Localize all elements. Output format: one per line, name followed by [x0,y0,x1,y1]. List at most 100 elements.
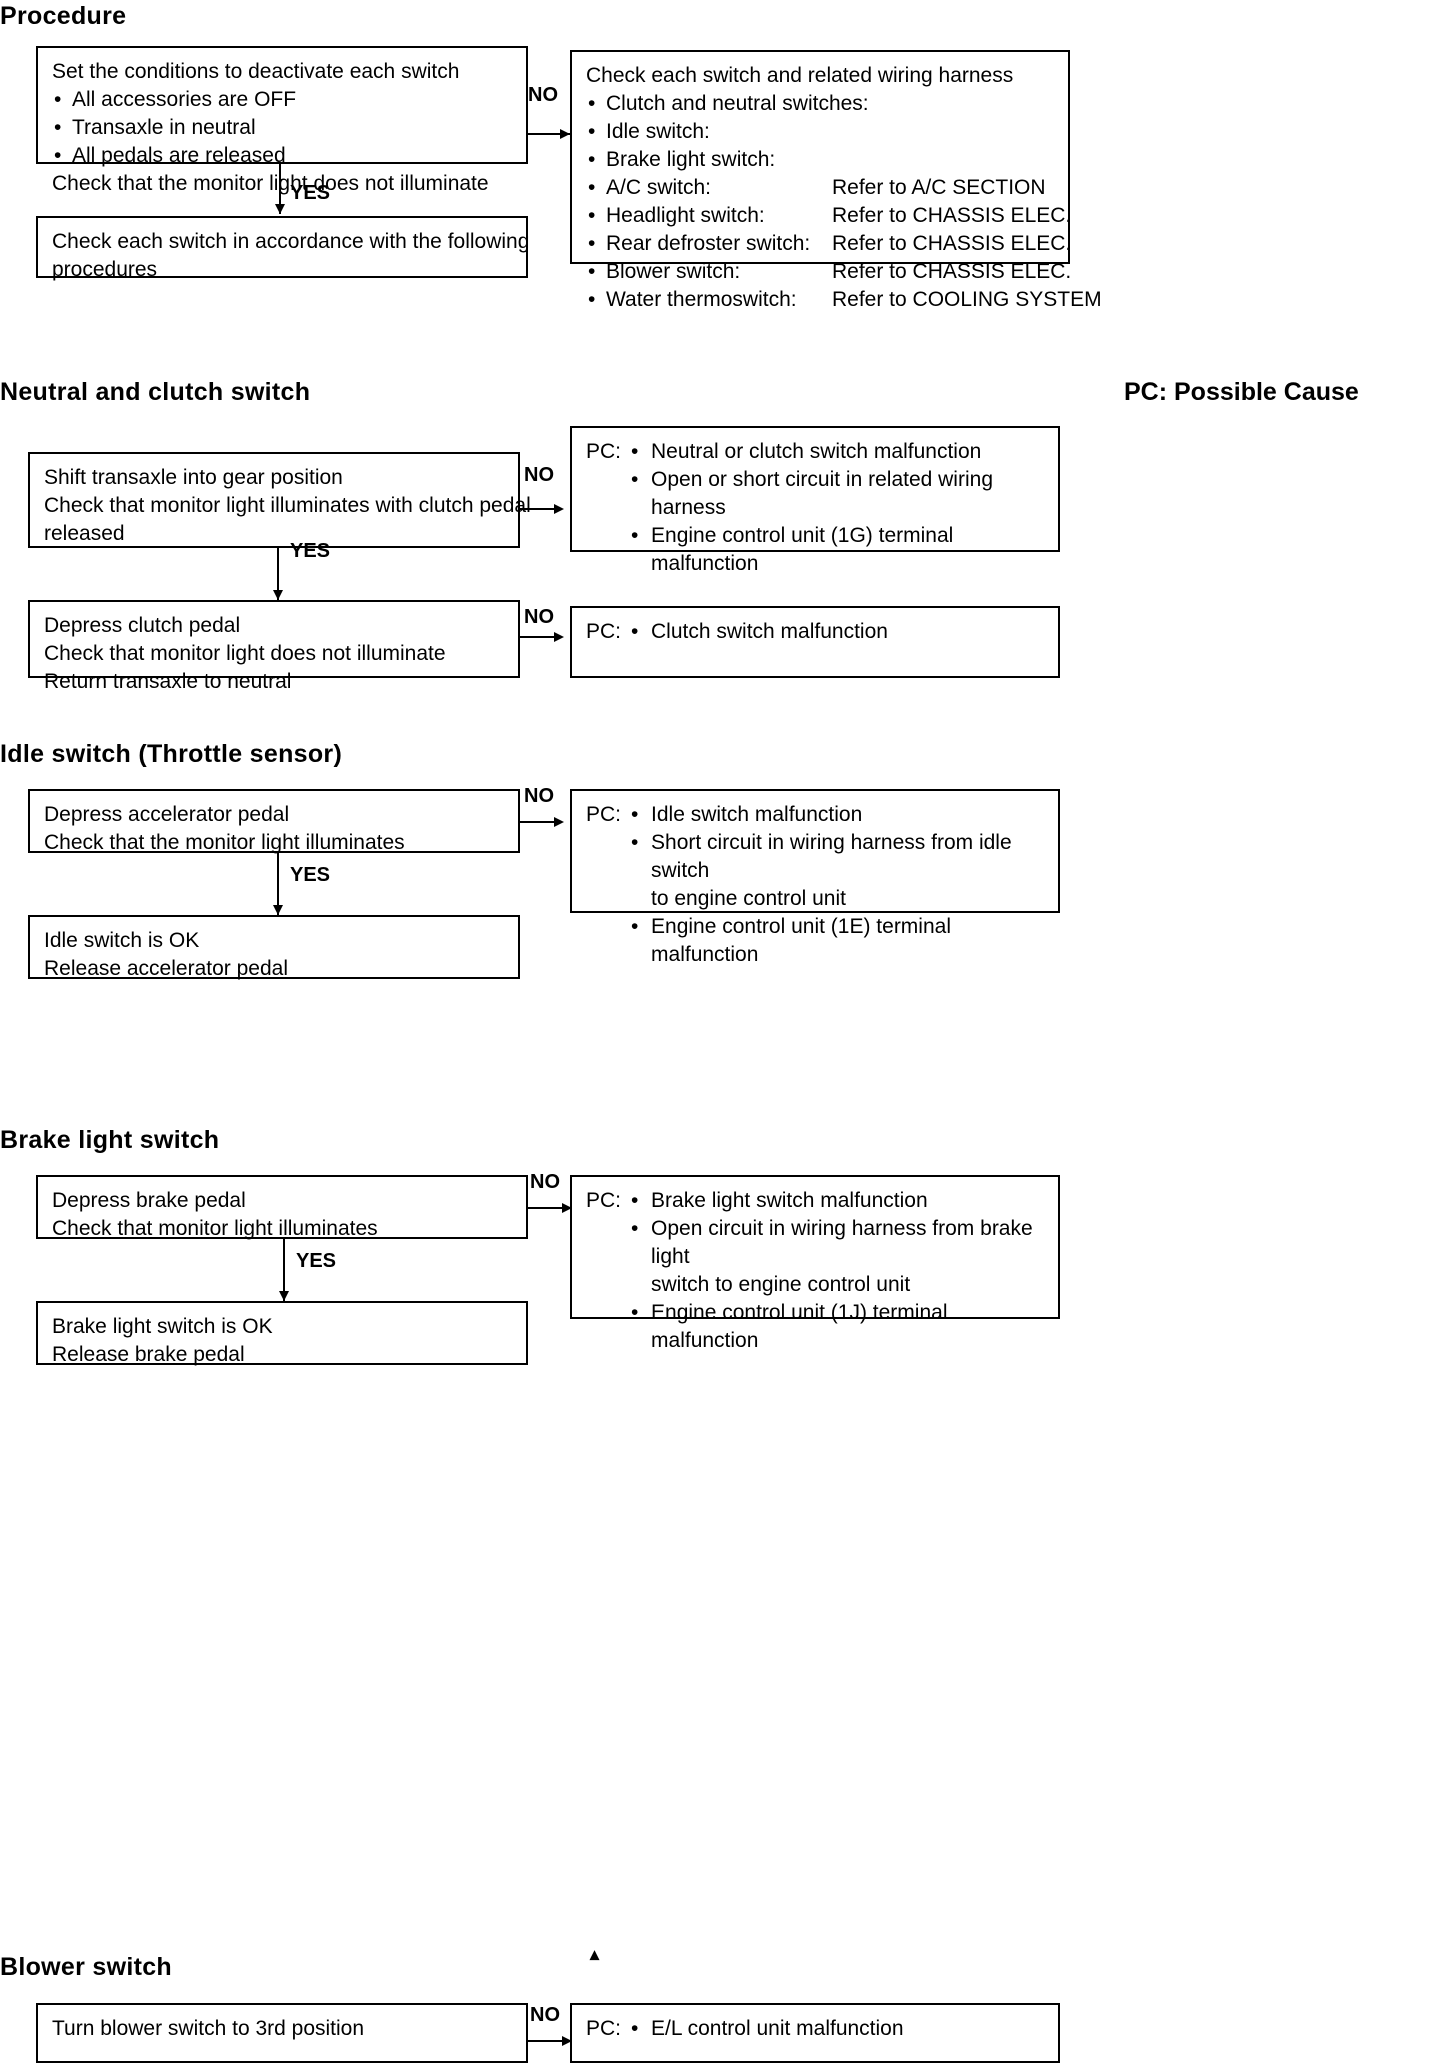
switch-ref: Refer to CHASSIS ELEC. [832,204,1072,227]
edge-label-no: NO [528,84,558,106]
neutral-clutch-step2-no-arrowhead [554,632,564,642]
switch-ref: Refer to CHASSIS ELEC. [832,260,1072,283]
blower-switch-pc-box: PC: E/L control unit malfunction [570,2003,1060,2063]
brake-light-step1-line2: Check that monitor light illuminates [52,1217,378,1240]
edge-label-yes: YES [296,1250,337,1272]
section-heading-blower-switch: Blower switch [0,1953,172,1981]
list-item: Engine control unit (1E) terminal malfun… [629,913,1044,969]
neutral-clutch-step1-pc-box: PC: Neutral or clutch switch malfunction… [570,426,1060,575]
list-item: E/L control unit malfunction [629,2015,904,2043]
list-item: All pedals are released [52,142,512,170]
idle-switch-step2-line2: Release accelerator pedal [44,957,288,980]
pc-label: PC: [586,1189,622,1212]
neutral-clutch-step2-line1: Depress clutch pedal [44,614,241,637]
idle-switch-yes-connector [277,853,279,915]
section-heading-brake-light-switch: Brake light switch [0,1126,220,1154]
blower-switch-no-arrowhead [562,2036,572,2046]
blower-switch-no-connector [528,2040,570,2042]
neutral-clutch-step2-pc-box: PC: Clutch switch malfunction [570,606,1060,678]
list-item: Clutch switch malfunction [629,618,888,646]
brake-light-step1-box: Depress brake pedal Check that monitor l… [36,1175,528,1240]
idle-switch-step1-box: Depress accelerator pedal Check that the… [28,789,520,854]
procedure-no-arrowhead [560,129,570,139]
pc-label: PC: [586,620,622,643]
section-heading-procedure: Procedure [0,2,127,30]
pc-label: PC: [586,803,622,826]
neutral-clutch-step2-line2: Check that monitor light does not illumi… [44,642,446,665]
brake-light-yes-connector [283,1239,285,1301]
blower-switch-step1-box: Turn blower switch to 3rd position [36,2003,528,2063]
list-item: Engine control unit (1G) terminal malfun… [629,522,1044,578]
list-item: Headlight switch: Refer to CHASSIS ELEC. [586,202,1071,230]
pc-label: PC: [586,2017,622,2040]
idle-switch-pc-box: PC: Idle switch malfunction Short circui… [570,789,1060,966]
procedure-no-branch-list: Clutch and neutral switches: Idle switch… [586,90,1102,314]
edge-label-no: NO [530,2004,560,2026]
blower-switch-pc-list: E/L control unit malfunction [629,2015,904,2043]
neutral-clutch-step2-no-connector [520,636,562,638]
switch-ref: Refer to COOLING SYSTEM [832,288,1102,311]
procedure-step2-box: Check each switch in accordance with the… [36,216,530,281]
list-item: Open circuit in wiring harness from brak… [629,1215,1044,1299]
switch-label: Rear defroster switch: [606,232,811,255]
brake-light-step2-box: Brake light switch is OK Release brake p… [36,1301,528,1366]
procedure-step1-box: Set the conditions to deactivate each sw… [36,46,528,195]
procedure-no-branch-box: Check each switch and related wiring har… [570,50,1102,314]
edge-label-no: NO [530,1171,560,1193]
neutral-clutch-step1-line1: Shift transaxle into gear position [44,466,343,489]
procedure-step1-intro: Set the conditions to deactivate each sw… [52,60,460,83]
procedure-step2-line1: Check each switch in accordance with the… [52,230,530,253]
brake-light-step2-line2: Release brake pedal [52,1343,245,1366]
list-item: Idle switch malfunction [629,801,1044,829]
neutral-clutch-step2-line3: Return transaxle to neutral [44,670,292,693]
list-item: Rear defroster switch: Refer to CHASSIS E… [586,230,1071,258]
edge-label-no: NO [524,606,554,628]
list-item: All accessories are OFF [52,86,512,114]
switch-ref: Refer to A/C SECTION [832,176,1046,199]
idle-switch-pc-list: Idle switch malfunction Short circuit in… [629,801,1044,969]
switch-ref: Refer to CHASSIS ELEC. [832,232,1072,255]
list-item: Open or short circuit in related wiring … [629,466,1044,522]
neutral-clutch-step1-no-connector [520,508,562,510]
neutral-clutch-yes-connector [277,548,279,600]
idle-switch-step2-line1: Idle switch is OK [44,929,200,952]
list-item: Blower switch: Refer to CHASSIS ELEC. [586,258,1071,286]
section-heading-neutral-clutch-switch: Neutral and clutch switch [0,378,311,406]
brake-light-yes-arrowhead [279,1291,289,1301]
neutral-clutch-step2-pc-list: Clutch switch malfunction [629,618,888,646]
switch-label: Brake light switch: [606,148,776,171]
idle-switch-no-arrowhead [554,817,564,827]
edge-label-yes: YES [290,540,331,562]
neutral-clutch-step1-pc-list: Neutral or clutch switch malfunction Ope… [629,438,1044,578]
edge-label-no: NO [524,785,554,807]
switch-label: Headlight switch: [606,204,765,227]
procedure-yes-connector [279,164,281,214]
list-item: Transaxle in neutral [52,114,512,142]
neutral-clutch-step1-no-arrowhead [554,504,564,514]
switch-label: Idle switch: [606,120,710,143]
section-heading-idle-switch: Idle switch (Throttle sensor) [0,740,343,768]
procedure-step2-line2: procedures [52,258,158,281]
list-item: Neutral or clutch switch malfunction [629,438,1044,466]
procedure-no-branch-intro: Check each switch and related wiring har… [586,64,1014,87]
procedure-step1-conditions: All accessories are OFF Transaxle in neu… [52,86,512,170]
neutral-clutch-step2-box: Depress clutch pedal Check that monitor … [28,600,520,693]
neutral-clutch-step1-line3: released [44,522,125,545]
edge-label-no: NO [524,464,554,486]
brake-light-step1-line1: Depress brake pedal [52,1189,246,1212]
procedure-no-connector [528,133,570,135]
idle-switch-no-connector [520,821,562,823]
edge-label-yes: YES [290,182,331,204]
neutral-clutch-yes-arrowhead [273,590,283,600]
procedure-yes-arrowhead [275,204,285,214]
idle-switch-yes-arrowhead [273,905,283,915]
idle-switch-step2-box: Idle switch is OK Release accelerator pe… [28,915,520,980]
brake-light-pc-box: PC: Brake light switch malfunction Open … [570,1175,1060,1352]
list-item: Idle switch: [586,118,1054,146]
idle-switch-step1-line1: Depress accelerator pedal [44,803,290,826]
brake-light-step2-line1: Brake light switch is OK [52,1315,273,1338]
list-item: A/C switch: Refer to A/C SECTION [586,174,1054,202]
switch-label: Blower switch: [606,260,741,283]
switch-label: A/C switch: [606,176,712,199]
